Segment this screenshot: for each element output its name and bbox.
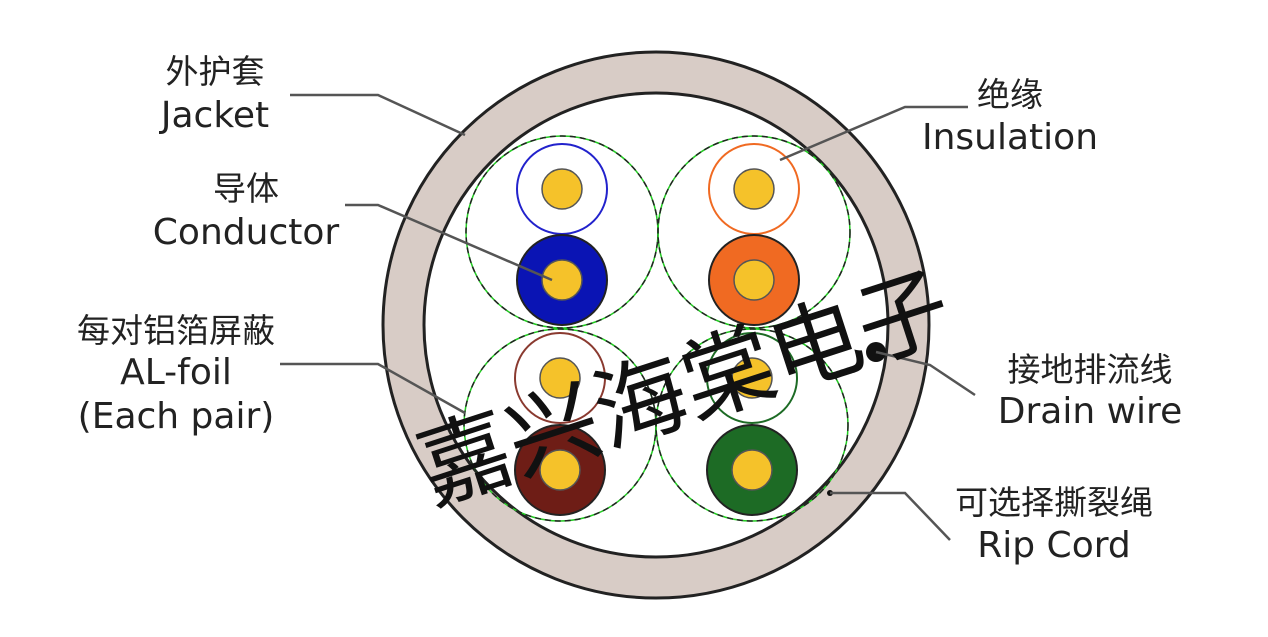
label-drain-zh: 接地排流线 <box>1008 350 1173 389</box>
label-drain: 接地排流线 Drain wire <box>998 350 1182 432</box>
leader-foil <box>280 362 466 415</box>
label-ripcord-zh: 可选择撕裂绳 <box>955 483 1153 522</box>
conductor <box>731 357 773 399</box>
pair-brown <box>463 328 657 522</box>
conductor <box>539 449 581 491</box>
leader-insulation <box>779 105 968 162</box>
conductor <box>731 449 773 491</box>
conductor <box>541 259 583 301</box>
conductor <box>541 168 583 210</box>
pair-blue <box>465 135 659 329</box>
conductor <box>733 168 775 210</box>
label-foil-zh: 每对铝箔屏蔽 <box>77 311 275 350</box>
label-jacket: 外护套 Jacket <box>159 52 269 136</box>
label-foil-en: AL-foil <box>120 352 232 393</box>
leader-lines <box>280 93 976 541</box>
pair-green <box>655 328 849 522</box>
leader-drain <box>875 350 976 397</box>
leader-ripcord <box>830 491 951 541</box>
label-insulation-en: Insulation <box>922 117 1098 158</box>
label-insulation-zh: 绝缘 <box>977 75 1043 114</box>
label-jacket-en: Jacket <box>159 95 269 136</box>
foil-shield-dashed <box>657 135 851 329</box>
conductor <box>733 259 775 301</box>
label-drain-en: Drain wire <box>998 391 1182 432</box>
label-jacket-zh: 外护套 <box>166 52 265 91</box>
foil-shield-dashed <box>655 328 849 522</box>
label-ripcord-en: Rip Cord <box>977 525 1131 566</box>
label-conductor-zh: 导体 <box>213 169 279 208</box>
label-insulation: 绝缘 Insulation <box>922 75 1098 158</box>
label-conductor-en: Conductor <box>153 212 340 253</box>
label-ripcord: 可选择撕裂绳 Rip Cord <box>955 483 1153 566</box>
conductor <box>539 357 581 399</box>
label-foil-en2: (Each pair) <box>78 396 275 437</box>
pair-orange <box>657 135 851 329</box>
label-foil: 每对铝箔屏蔽 AL-foil (Each pair) <box>77 311 275 437</box>
leader-conductor <box>345 203 553 282</box>
label-conductor: 导体 Conductor <box>153 169 340 253</box>
leader-jacket <box>290 93 466 137</box>
